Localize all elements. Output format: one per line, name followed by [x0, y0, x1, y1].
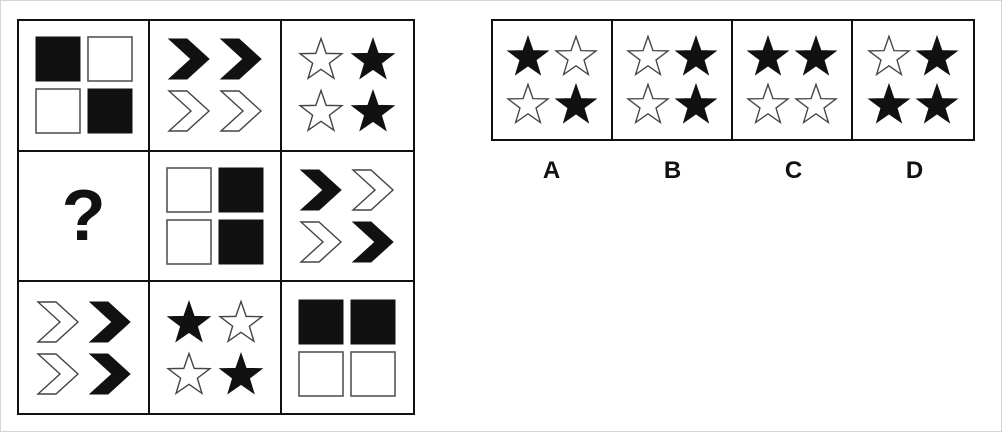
square-outline-icon: [86, 36, 133, 83]
square-outline-icon: [350, 350, 397, 397]
square-outline-icon: [34, 88, 81, 135]
star-outline-icon: [746, 82, 790, 125]
chevron-filled-icon: [352, 221, 395, 263]
chevron-outline-icon: [219, 90, 263, 133]
chevron-outline-icon: [35, 300, 79, 343]
matrix-cell-1: [19, 21, 151, 152]
stars-group: [505, 33, 599, 127]
chevron-filled-icon: [167, 38, 210, 80]
option-a-label[interactable]: A: [542, 157, 561, 184]
matrix-cell-3: [281, 21, 413, 152]
question-mark: ?: [61, 175, 106, 256]
square-filled-icon: [35, 36, 81, 82]
star-outline-icon: [554, 34, 598, 77]
option-c-box[interactable]: [733, 21, 853, 139]
stars-group: [866, 33, 960, 127]
square-outline-icon: [166, 219, 212, 265]
stars-group: [625, 33, 719, 127]
star-filled-icon: [674, 82, 718, 124]
star-outline-icon: [218, 299, 264, 343]
option-a-box[interactable]: [493, 21, 613, 139]
star-filled-icon: [867, 82, 911, 124]
option-b-box[interactable]: [613, 21, 733, 139]
option-labels: A B C D: [491, 157, 975, 185]
matrix-cell-8: [150, 282, 282, 413]
square-filled-icon: [350, 299, 396, 345]
square-outline-icon: [298, 350, 345, 397]
squares-group: [34, 35, 134, 135]
star-filled-icon: [554, 82, 598, 124]
option-c-label[interactable]: C: [784, 157, 803, 184]
star-filled-icon: [915, 34, 959, 76]
stars-group: [165, 298, 265, 398]
matrix-cell-5: [150, 151, 282, 283]
star-filled-icon: [166, 299, 212, 343]
option-b-label[interactable]: B: [663, 157, 682, 184]
chevron-filled-icon: [300, 169, 343, 211]
star-outline-icon: [506, 82, 550, 125]
star-outline-icon: [166, 351, 212, 395]
matrix-cell-7: [19, 282, 151, 413]
chevron-filled-icon: [219, 38, 262, 80]
star-filled-icon: [746, 34, 790, 76]
matrix-cell-2: [150, 21, 282, 152]
stars-group: [297, 35, 397, 135]
chevron-filled-icon: [88, 301, 131, 343]
star-filled-icon: [915, 82, 959, 124]
chevron-filled-icon: [88, 353, 131, 395]
matrix-cell-9: [282, 282, 413, 413]
squares-group: [297, 298, 397, 398]
chevrons-group: [34, 298, 134, 398]
option-d-label[interactable]: D: [905, 157, 924, 184]
star-outline-icon: [794, 82, 838, 125]
stars-group: [745, 33, 839, 127]
star-filled-icon: [350, 37, 396, 80]
star-outline-icon: [867, 34, 911, 77]
chevrons-group: [165, 35, 265, 135]
star-filled-icon: [350, 89, 396, 132]
option-d-box[interactable]: [853, 21, 973, 139]
star-filled-icon: [794, 34, 838, 76]
square-filled-icon: [218, 167, 264, 213]
chevron-outline-icon: [35, 352, 79, 395]
chevron-outline-icon: [351, 169, 395, 211]
star-outline-icon: [626, 34, 670, 77]
chevron-outline-icon: [299, 221, 343, 263]
chevron-outline-icon: [167, 90, 211, 133]
star-filled-icon: [506, 34, 550, 76]
star-outline-icon: [298, 88, 345, 133]
answer-options: [491, 19, 975, 141]
star-outline-icon: [626, 82, 670, 125]
puzzle-matrix: ?: [17, 19, 415, 415]
chevrons-group: [297, 166, 397, 266]
star-filled-icon: [218, 351, 264, 395]
matrix-cell-4: ?: [19, 151, 151, 283]
squares-group: [165, 166, 265, 266]
star-filled-icon: [674, 34, 718, 76]
star-outline-icon: [298, 36, 345, 81]
matrix-cell-6: [281, 152, 413, 283]
square-filled-icon: [298, 299, 344, 345]
square-outline-icon: [166, 167, 212, 213]
square-filled-icon: [218, 219, 264, 265]
square-filled-icon: [87, 88, 133, 134]
